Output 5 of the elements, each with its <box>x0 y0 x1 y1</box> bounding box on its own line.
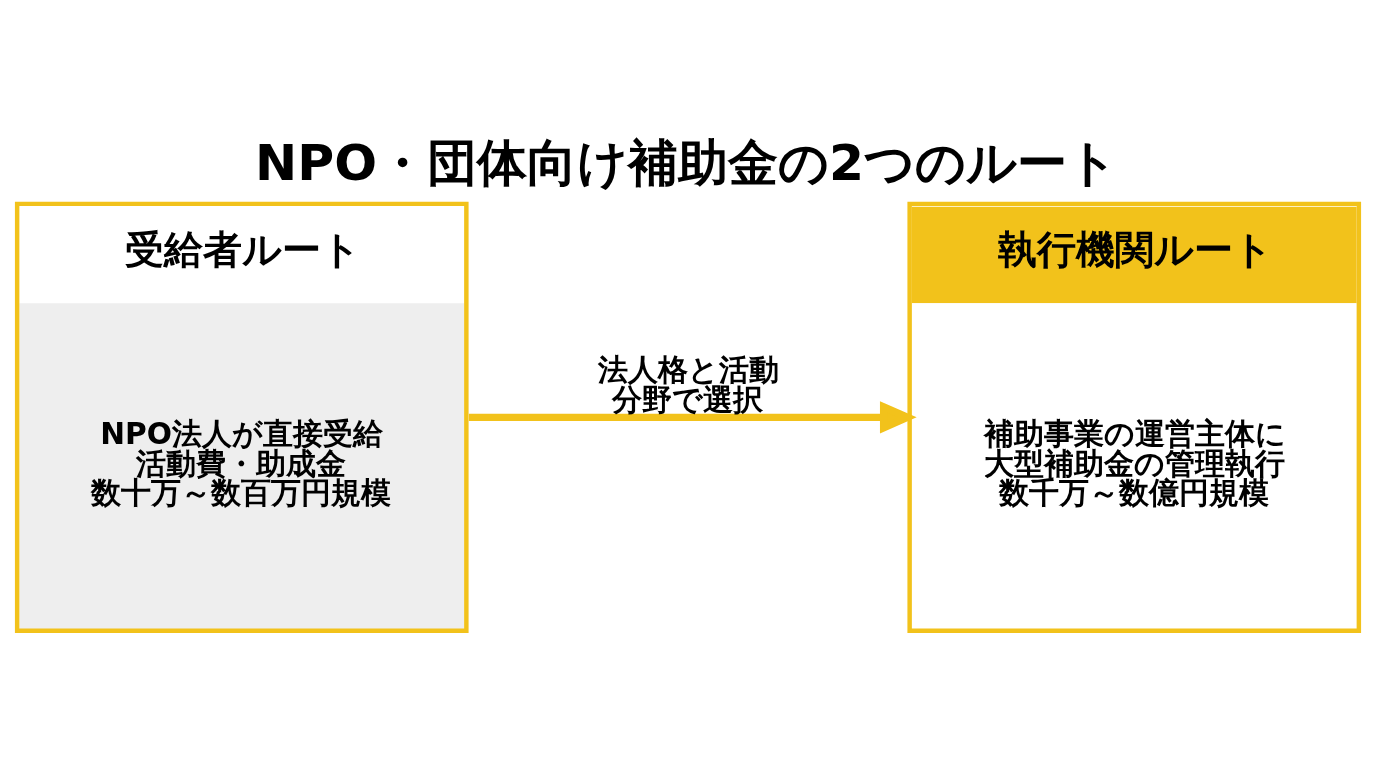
arrow <box>468 401 917 434</box>
node-box: 受給者ルート NPO法人が直接受給 活動費・助成金 数十万～数百万円規模 <box>14 201 469 634</box>
node-box: 執行機関ルート 補助事業の運営主体に 大型補助金の管理執行 数千万～数億円規模 <box>907 201 1362 634</box>
edge-label: 法人格と活動分野で選択 <box>597 352 779 417</box>
diagram-title: NPO・団体向け補助金の2つのルート <box>255 132 1119 192</box>
